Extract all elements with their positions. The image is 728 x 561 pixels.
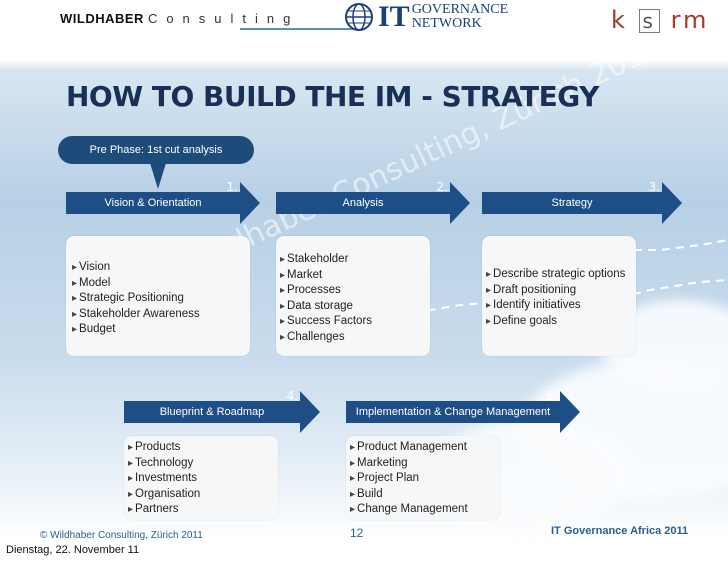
- phase-3-number: 3.: [648, 180, 660, 194]
- list-item: Change Management: [350, 502, 500, 518]
- list-item: Data storage: [280, 299, 430, 315]
- page-number: 12: [350, 526, 364, 540]
- list-item: Describe strategic options: [486, 267, 636, 283]
- list-item: Processes: [280, 283, 430, 299]
- logo-network: NETWORK: [411, 16, 482, 31]
- list-item: Build: [350, 487, 500, 503]
- slide-title: HOW TO BUILD THE IM - STRATEGY: [66, 80, 599, 113]
- list-item: Draft positioning: [486, 283, 636, 299]
- list-item: Stakeholder Awareness: [72, 307, 250, 323]
- phase-4-items: Products Technology Investments Organisa…: [124, 436, 278, 520]
- list-item: Product Management: [350, 440, 500, 456]
- phase-1-arrow: Vision & Orientation 1.: [66, 180, 260, 224]
- list-item: Technology: [128, 456, 278, 472]
- list-item: Strategic Positioning: [72, 291, 250, 307]
- phase-2-label: Analysis: [342, 197, 384, 209]
- phase-2-arrow: Analysis 2.: [276, 180, 470, 224]
- list-item: Project Plan: [350, 471, 500, 487]
- phase-5-items: Product Management Marketing Project Pla…: [346, 436, 500, 520]
- list-item: Challenges: [280, 330, 430, 346]
- it-governance-network-logo: IT GOVERNANCE NETWORK: [344, 2, 508, 32]
- callout-pointer: [150, 163, 166, 189]
- phase-3-label: Strategy: [551, 197, 593, 209]
- list-item: Success Factors: [280, 314, 430, 330]
- list-item: Investments: [128, 471, 278, 487]
- brand-underline: [240, 28, 358, 30]
- ksrm-rm: rm: [670, 6, 710, 34]
- list-item: Marketing: [350, 456, 500, 472]
- phase-4-arrow: Blueprint & Roadmap 4.: [124, 389, 320, 433]
- list-item: Vision: [72, 260, 250, 276]
- phase-5-label: Implementation & Change Management: [355, 406, 551, 418]
- list-item: Budget: [72, 322, 250, 338]
- slide: Wildhaber Consulting, Zürich 2011 WILDHA…: [0, 0, 728, 542]
- logo-it: IT: [378, 0, 410, 33]
- phase-3-arrow: Strategy 3.: [482, 180, 682, 224]
- phase-3-items: Describe strategic options Draft positio…: [482, 236, 636, 356]
- phase-5-arrow: Implementation & Change Management 5.: [346, 389, 580, 433]
- list-item: Define goals: [486, 314, 636, 330]
- pre-phase-callout: Pre Phase: 1st cut analysis: [58, 136, 254, 164]
- ksrm-k: k: [611, 6, 628, 34]
- list-item: Products: [128, 440, 278, 456]
- phase-4-number: 4.: [286, 389, 298, 403]
- phase-2-number: 2.: [436, 180, 448, 194]
- list-item: Partners: [128, 502, 278, 518]
- list-item: Market: [280, 268, 430, 284]
- print-date: Dienstag, 22. November 11: [6, 544, 140, 556]
- ksrm-logo: k s rm: [611, 6, 709, 34]
- list-item: Model: [72, 276, 250, 292]
- brand-bold: WILDHABER: [60, 11, 144, 26]
- phase-1-number: 1.: [226, 180, 238, 194]
- phase-1-items: Vision Model Strategic Positioning Stake…: [66, 236, 250, 356]
- list-item: Stakeholder: [280, 252, 430, 268]
- phase-1-label: Vision & Orientation: [104, 197, 202, 209]
- list-item: Identify initiatives: [486, 298, 636, 314]
- phase-2-items: Stakeholder Market Processes Data storag…: [276, 236, 430, 356]
- ksrm-s: s: [638, 9, 660, 33]
- brand-light: Consulting: [147, 11, 300, 26]
- event-name: IT Governance Africa 2011: [551, 525, 689, 537]
- list-item: Organisation: [128, 487, 278, 503]
- copyright-text: © Wildhaber Consulting, Zürich 2011: [40, 530, 203, 541]
- logo-governance: GOVERNANCE: [411, 2, 509, 17]
- phase-4-label: Blueprint & Roadmap: [159, 406, 265, 418]
- print-footer: [0, 542, 728, 561]
- globe-icon: [345, 3, 373, 31]
- phase-5-number: 5.: [546, 389, 558, 403]
